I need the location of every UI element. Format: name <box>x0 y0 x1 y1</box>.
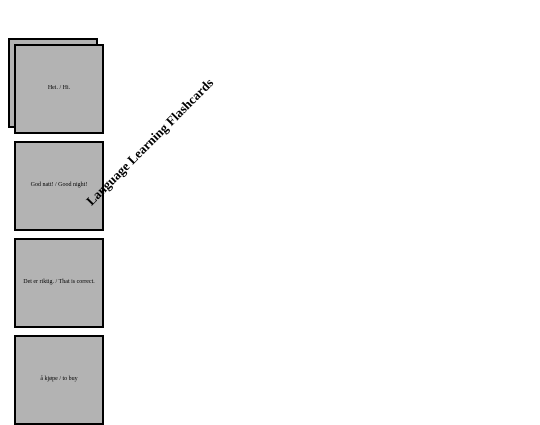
flashcard[interactable]: Det er riktig. / That is correct. <box>14 238 104 328</box>
flashcard-text: Hei. / Hi. <box>47 85 71 92</box>
flashcard-text: Det er riktig. / That is correct. <box>23 279 95 286</box>
flashcard[interactable]: å kjøpe / to buy <box>14 335 104 425</box>
flashcard[interactable]: Hei. / Hi. <box>14 44 104 134</box>
flashcard-text: God natt! / Good night! <box>30 182 88 189</box>
flashcard[interactable]: God natt! / Good night! <box>14 141 104 231</box>
flashcard-text: å kjøpe / to buy <box>40 376 78 383</box>
